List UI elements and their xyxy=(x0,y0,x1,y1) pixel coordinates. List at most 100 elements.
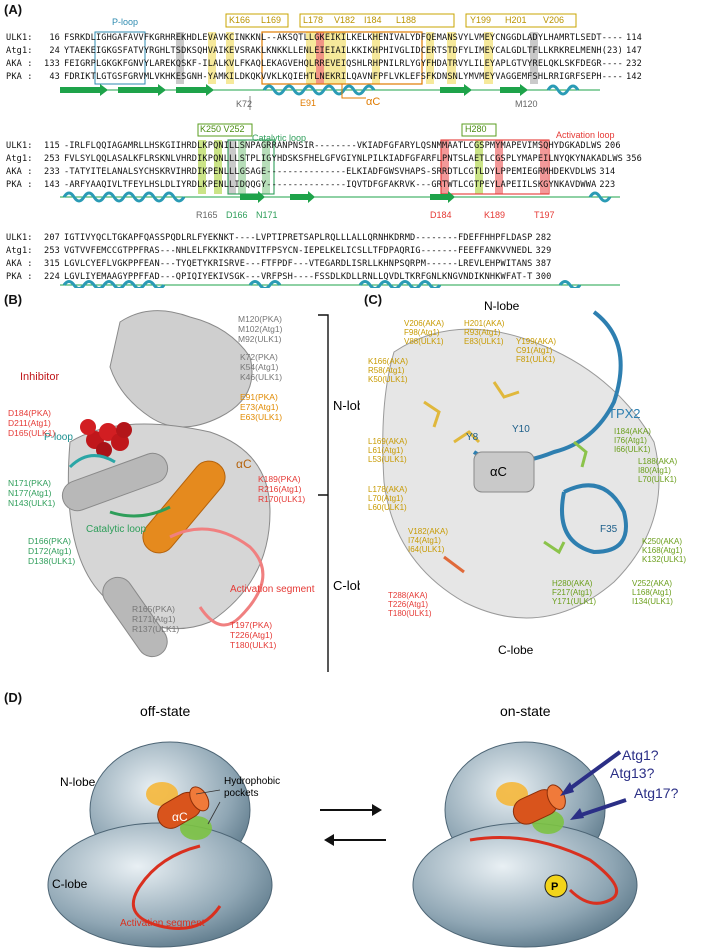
r165-group: R165(PKA) R171(Atg1) R137(ULK1) xyxy=(132,604,179,634)
phospho-circle xyxy=(544,874,568,898)
residue-label: M120(PKA) xyxy=(238,314,282,324)
d184-label: D184 xyxy=(430,210,452,220)
seq-name: ULK1: xyxy=(6,233,33,243)
residue-label: K168(Atg1) xyxy=(642,546,683,555)
residue-label: I80(Atg1) xyxy=(638,466,671,475)
v206-group: V206(AKA) F98(Atg1) V88(ULK1) xyxy=(404,319,444,346)
residue-label: Y171(ULK1) xyxy=(552,597,596,606)
seq-residues: YTAEKEIGKGSFATVYRGHLTSDKSQHVAIKEVSRAKLKN… xyxy=(64,46,624,56)
residue-label: R137(ULK1) xyxy=(132,624,179,634)
d184-group: D184(PKA) D211(Atg1) D165(ULK1) xyxy=(8,408,55,438)
seq-row: PKA :143-ARFYAAQIVLTFEYLHSLDLIYRDLKPENLL… xyxy=(6,180,615,190)
seq-start: 133 xyxy=(44,59,60,69)
residue-label: T226(Atg1) xyxy=(230,630,273,640)
seq-residues: VGTVVFEMCCGTPPFRAS---NHLELFKKIKRANDVITFP… xyxy=(64,246,533,256)
off-state-label: off-state xyxy=(140,703,191,719)
alignment-highlights xyxy=(94,13,577,195)
seq-residues: FDRIKTLGTGSFGRVMLVKHKESGNH-YAMKILDKQKVVK… xyxy=(64,72,624,82)
seq-row: ULK1:115-IRLFLQQIAGAMRLLHSKGIIHRDLKPQNIL… xyxy=(6,141,621,151)
k72-group: K72(PKA) K54(Atg1) K46(ULK1) xyxy=(240,352,282,382)
ploop-label: P-loop xyxy=(112,17,139,27)
top-label: L178 xyxy=(303,15,324,25)
seq-name: ULK1: xyxy=(6,141,33,151)
seq-row: Atg1: 253 VGTVVFEMCCGTPPFRAS---NHLELFKKIKR… xyxy=(6,246,552,256)
residue-label: I76(Atg1) xyxy=(614,436,647,445)
hydrophobic-label: Hydrophobic xyxy=(224,776,280,787)
pocket-pointer xyxy=(195,789,221,795)
seq-start: 16 xyxy=(49,33,60,43)
seq-residues: FSRKDLIGHGAFAVVFKGRHREKHDLEVAVKCINKKNL--… xyxy=(64,33,624,43)
residue-label: L188(AKA) xyxy=(638,457,677,466)
seq-start: 24 xyxy=(49,46,60,56)
catalytic-loop-label: Catalytic loop xyxy=(252,133,307,143)
seq-residues: FEIGRPLGKGKFGNVYLAREKQSKF-ILALKVLFKAQLEK… xyxy=(64,59,624,69)
t197-group: T197(PKA) T226(Atg1) T180(ULK1) xyxy=(230,620,276,650)
v252-group: V252(AKA) L168(Atg1) I134(ULK1) xyxy=(632,579,673,606)
t288-sidechain xyxy=(443,555,465,574)
c-lobe-label-c: C-lobe xyxy=(498,643,534,657)
residue-label: D184(PKA) xyxy=(8,408,51,418)
alphac-label-c: αC xyxy=(490,464,507,479)
off-alphac-label: αC xyxy=(172,810,188,824)
residue-label: R216(Atg1) xyxy=(258,484,302,494)
top-label: V182 xyxy=(334,15,356,25)
seq-name: ULK1: xyxy=(6,33,33,43)
seq-name: Atg1: xyxy=(6,246,33,256)
t288-group: T288(AKA) T226(Atg1) T180(ULK1) xyxy=(388,591,432,618)
residue-label: H280(AKA) xyxy=(552,579,593,588)
yellow-sidechains xyxy=(423,381,520,444)
alphac-label-b: αC xyxy=(236,457,252,471)
e91-group: E91(PKA) E73(Atg1) E63(ULK1) xyxy=(240,392,282,422)
off-activation-segment xyxy=(131,844,222,930)
k72-label: K72 xyxy=(236,99,253,109)
residue-label: F81(ULK1) xyxy=(516,355,555,364)
panel-b-structure: N-lobe C-lobe Inhibitor P-loop Catalytic… xyxy=(8,310,360,672)
seq-start: 253 xyxy=(44,246,60,256)
seq-start: 115 xyxy=(44,141,60,151)
top-label: K166 xyxy=(229,15,251,25)
seq-end: 300 xyxy=(535,272,552,282)
residue-label: K132(ULK1) xyxy=(642,555,686,564)
i184-group: I184(AKA) I76(Atg1) I66(ULK1) xyxy=(614,427,651,454)
alphac-helix xyxy=(473,451,535,493)
n171-group: N171(PKA) N177(Atg1) N143(ULK1) xyxy=(8,478,55,508)
tpx2-label: TPX2 xyxy=(608,406,641,421)
seq-name: PKA : xyxy=(6,272,33,282)
residue-label: C91(Atg1) xyxy=(516,346,553,355)
k250-v252-label: K250 V252 xyxy=(200,124,245,134)
k189-label: K189 xyxy=(484,210,506,220)
seq-residues: LGVLCYEFLVGKPPFEAN---TYQETYKRISRVE---FTF… xyxy=(64,259,533,269)
n171-label: N171 xyxy=(256,210,278,220)
residue-label: V206(AKA) xyxy=(404,319,444,328)
residue-label: V182(AKA) xyxy=(408,527,448,536)
seq-row: ULK1: 16 FSRKDLIGHGAFAVVFKGRHREKHDLEVAVKCI… xyxy=(6,33,642,43)
seq-name: PKA : xyxy=(6,180,33,190)
panel-c-structure: N-lobe C-lobe TPX2 αC Y8 Y10 F35 V206(AK… xyxy=(368,299,686,657)
seq-end: 356 xyxy=(626,154,642,164)
catalytic-loop-ribbon xyxy=(109,505,171,518)
panel-label-a: (A) xyxy=(4,2,23,17)
tpx2-chain xyxy=(560,483,628,555)
seq-name: AKA : xyxy=(6,167,33,177)
residue-label: N171(PKA) xyxy=(8,478,51,488)
seq-row: AKA :233-TATYITELANALSYCHSKRVIHRDIKPENLL… xyxy=(6,167,615,177)
off-c-lobe-label: C-lobe xyxy=(52,877,88,891)
l169-group: L169(AKA) L61(Atg1) L53(ULK1) xyxy=(368,437,407,464)
residue-label: T197(PKA) xyxy=(230,620,272,630)
on-activation-segment xyxy=(469,836,619,905)
binding-arrowhead xyxy=(560,782,574,796)
r165-label: R165 xyxy=(196,210,218,220)
residue-label: I74(Atg1) xyxy=(408,536,441,545)
residue-label: N143(ULK1) xyxy=(8,498,55,508)
lobe-bracket xyxy=(318,314,329,672)
top-label: V206 xyxy=(543,15,565,25)
seq-residues: IGTIVYQCLTGKAPFQASSPQDLRLFYEKNKT----LVPT… xyxy=(64,233,533,243)
off-n-lobe-label: N-lobe xyxy=(60,775,96,789)
k189-group: K189(PKA) R216(Atg1) R170(ULK1) xyxy=(258,474,305,504)
reverse-arrowhead xyxy=(324,834,334,846)
inhibitor-label: Inhibitor xyxy=(20,371,59,383)
